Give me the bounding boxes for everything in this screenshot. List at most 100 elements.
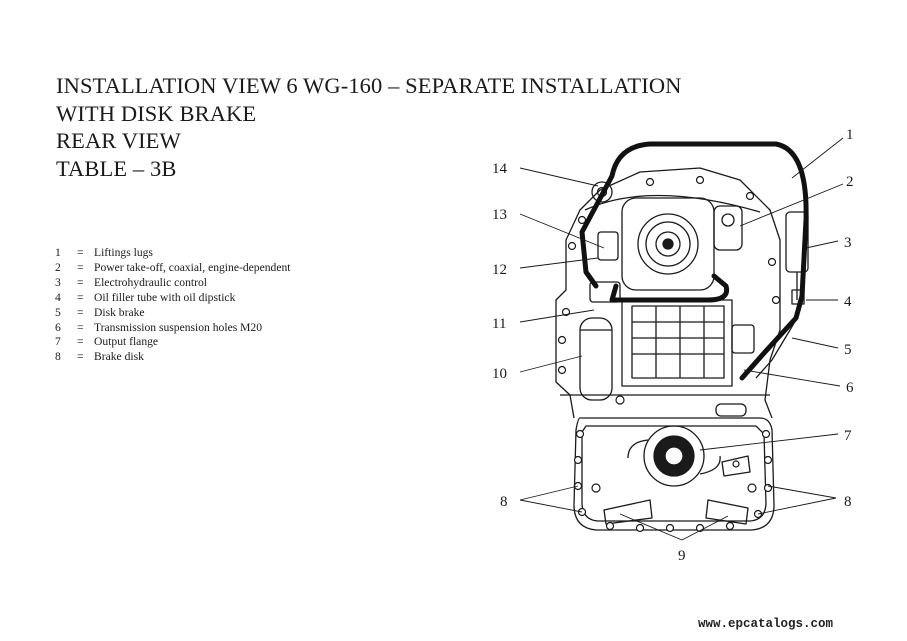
parts-legend: 1=Liftings lugs 2=Power take-off, coaxia… <box>55 246 290 365</box>
legend-row: 5 = Disk brake <box>55 306 290 321</box>
pressure-fitting-lower <box>589 281 621 303</box>
legend-number: 5 <box>55 305 61 319</box>
output-flange-center <box>664 446 684 466</box>
housing-bolt <box>763 455 773 465</box>
housing-bolt <box>573 455 583 465</box>
legend-separator: = <box>77 260 84 274</box>
legend-row: 1=Liftings lugs <box>55 246 290 261</box>
callout-8-right: 8 <box>844 494 852 510</box>
housing-bolt <box>665 523 675 533</box>
leader-line-8-left-a <box>519 485 579 501</box>
legend-separator: = <box>77 350 84 364</box>
legend-number: 4 <box>55 290 61 304</box>
callout-7: 7 <box>844 428 852 444</box>
callout-5: 5 <box>844 342 852 358</box>
legend-text: Oil filler tube with oil dipstick <box>94 290 236 304</box>
leader-line-9-a <box>619 513 683 541</box>
leader-line-5 <box>791 337 839 349</box>
legend-number: 8 <box>55 350 61 364</box>
legend-row: 2=Power take-off, coaxial, engine-depend… <box>55 261 290 276</box>
callout-8-left: 8 <box>500 494 508 510</box>
housing-bolt <box>577 215 587 225</box>
callout-2: 2 <box>846 174 854 190</box>
legend-row: 7 = Output flange <box>55 335 290 350</box>
control-valve-block <box>621 299 733 387</box>
legend-row: 6=Transmission suspension holes M20 <box>55 321 290 336</box>
callout-14: 14 <box>492 161 508 177</box>
legend-number: 2 <box>55 260 61 274</box>
legend-number: 7 <box>55 335 61 349</box>
oil-filler-tube <box>579 141 809 381</box>
housing-bolt <box>763 483 773 493</box>
housing-bolt <box>557 335 567 345</box>
callout-6: 6 <box>846 380 854 396</box>
legend-text: Electrohydraulic control <box>94 275 207 289</box>
pto-side-boss <box>721 213 735 227</box>
legend-text: Disk brake <box>94 305 145 319</box>
title-line-4: TABLE – 3B <box>56 155 177 181</box>
suspension-hole-block <box>715 403 747 417</box>
output-flange-mount <box>627 439 721 475</box>
legend-separator: = <box>77 305 84 319</box>
callout-4: 4 <box>844 294 852 310</box>
housing-bolt <box>635 523 645 533</box>
suspension-bracket-right <box>721 455 751 477</box>
legend-row: 3 = Electrohydraulic control <box>55 276 290 291</box>
oil-filter <box>579 317 613 401</box>
leader-line-10 <box>519 355 583 373</box>
pto-side-plate <box>713 205 743 251</box>
legend-separator: = <box>77 335 84 349</box>
callout-12: 12 <box>492 262 507 278</box>
housing-bolt <box>761 429 771 439</box>
housing-bolt <box>605 521 615 531</box>
leader-line-9-b <box>681 515 729 541</box>
leader-line-6 <box>743 369 841 387</box>
diagram-title: INSTALLATION VIEW 6 WG-160 – SEPARATE IN… <box>56 72 682 182</box>
callout-3: 3 <box>844 235 852 251</box>
lifting-lug <box>591 181 613 203</box>
pto-flange-ring <box>645 221 691 267</box>
callout-11: 11 <box>492 316 506 332</box>
housing-bolt <box>615 395 625 405</box>
housing-bolt <box>745 191 755 201</box>
housing-bolt <box>557 365 567 375</box>
housing-bolt <box>732 460 740 468</box>
leader-line-8-right-a <box>767 485 837 499</box>
legend-text: Liftings lugs <box>94 246 153 259</box>
housing-upper-flange <box>584 194 761 213</box>
housing-bolt <box>591 483 601 493</box>
control-valve-gridlines <box>632 306 724 378</box>
housing-bolt <box>645 177 655 187</box>
housing-bolt <box>771 295 781 305</box>
housing-bolt <box>561 307 571 317</box>
leader-line-1 <box>791 137 844 179</box>
control-valve-inner <box>631 305 725 379</box>
callout-10: 10 <box>492 366 507 382</box>
legend-number: 6 <box>55 320 61 334</box>
leader-line-3 <box>805 240 839 249</box>
leader-line-8-left-b <box>519 499 583 513</box>
legend-separator: = <box>77 275 84 289</box>
title-line-1: INSTALLATION VIEW 6 WG-160 – SEPARATE IN… <box>56 73 682 98</box>
legend-text: Output flange <box>94 335 159 349</box>
housing-bolt <box>575 429 585 439</box>
housing-bolt <box>567 241 577 251</box>
leader-line-11 <box>519 309 595 323</box>
legend-row: 8=Brake disk <box>55 350 290 365</box>
leader-line-2 <box>739 183 844 227</box>
output-flange <box>643 425 705 487</box>
suspension-plate-left <box>603 499 653 525</box>
callout-1: 1 <box>846 127 854 143</box>
legend-separator: = <box>77 290 84 304</box>
housing-bolt <box>725 521 735 531</box>
control-valve-connector <box>731 324 755 354</box>
pressure-fitting-upper <box>597 231 619 261</box>
leader-line-8-right-b <box>757 497 837 515</box>
pto-flange <box>637 213 699 275</box>
pto-shaft <box>662 238 674 250</box>
title-line-3: REAR VIEW <box>56 128 181 153</box>
housing-bolt <box>577 507 587 517</box>
legend-number: 3 <box>55 275 61 289</box>
leader-line-14 <box>519 167 599 187</box>
